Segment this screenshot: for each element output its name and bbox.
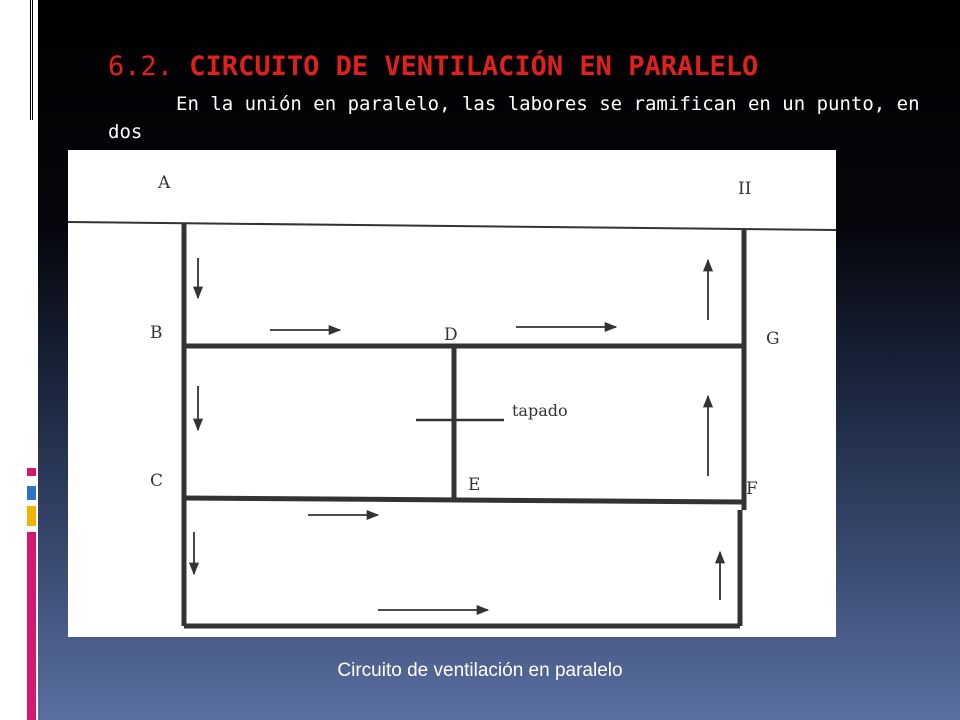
level-middle bbox=[183, 495, 743, 505]
blocked-label: tapado bbox=[512, 401, 568, 420]
figure-caption: Circuito de ventilación en paralelo bbox=[337, 660, 623, 681]
deco-bar-gold bbox=[27, 506, 36, 526]
deco-bar-blue bbox=[27, 486, 36, 500]
diagram-svg: A II B D G C E F tapado bbox=[67, 173, 837, 629]
node-label-b: B bbox=[150, 323, 163, 343]
node-label-g: G bbox=[766, 329, 780, 349]
node-label-d: D bbox=[444, 325, 458, 345]
slide-subtitle: En la unión en paralelo, las labores se … bbox=[108, 93, 920, 143]
surface-line bbox=[67, 221, 837, 231]
title-block: 6.2. CIRCUITO DE VENTILACIÓN EN PARALELO… bbox=[108, 50, 938, 146]
node-label-c: C bbox=[150, 471, 163, 491]
ventilation-diagram: A II B D G C E F tapado bbox=[67, 150, 837, 637]
node-label-f: F bbox=[746, 479, 758, 499]
deco-bar-magenta-small bbox=[27, 468, 36, 476]
node-label-a: A bbox=[157, 173, 171, 193]
deco-bar-magenta-long bbox=[27, 532, 36, 720]
title-text: CIRCUITO DE VENTILACIÓN EN PARALELO bbox=[189, 51, 759, 82]
title-number: 6.2. bbox=[108, 51, 174, 82]
slide-title: 6.2. CIRCUITO DE VENTILACIÓN EN PARALELO bbox=[108, 50, 938, 84]
node-label-h: II bbox=[738, 179, 751, 199]
deco-lines bbox=[30, 0, 33, 120]
node-label-e: E bbox=[468, 475, 480, 495]
